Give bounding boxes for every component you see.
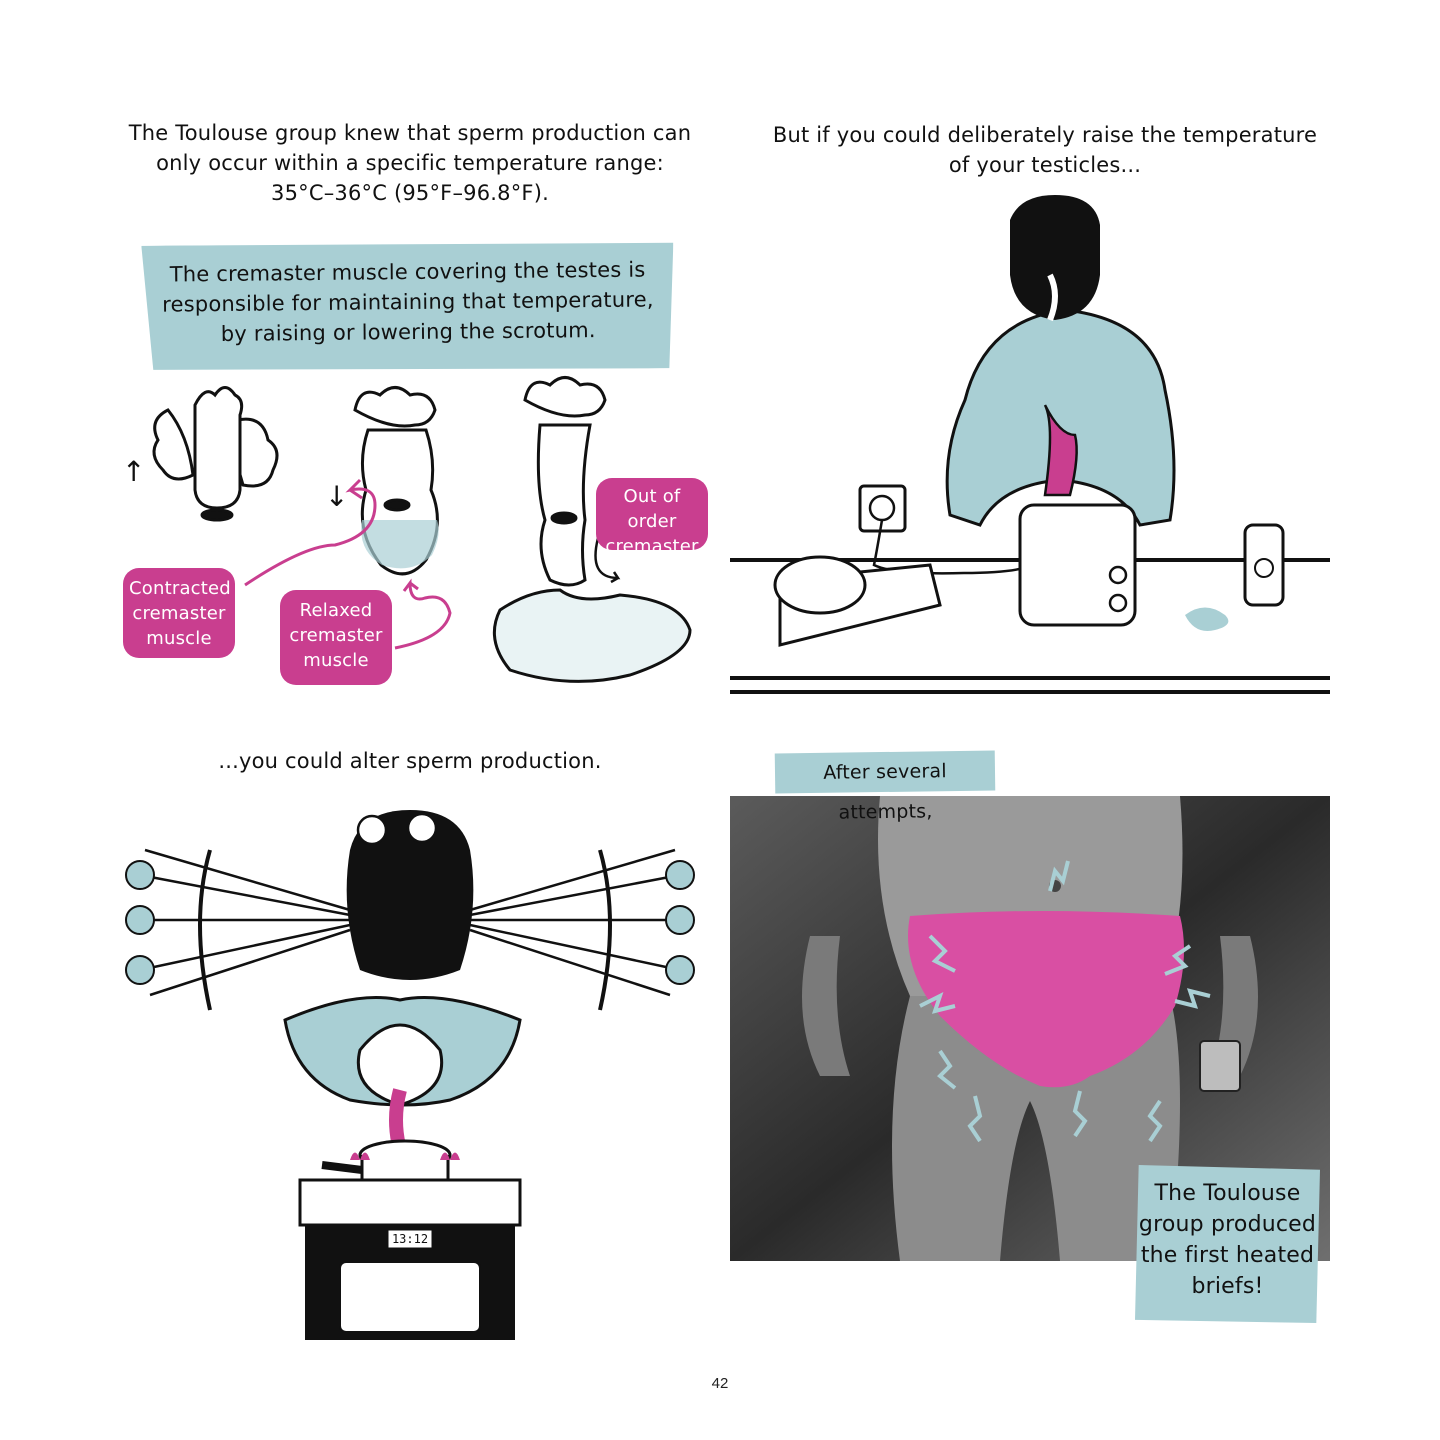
stove-top	[298, 1178, 522, 1227]
heat-sparks	[919, 860, 1211, 1143]
stove-scene-illustration: 13:12	[125, 810, 695, 1340]
panel-toaster: But if you could deliberately raise the …	[725, 100, 1340, 700]
panel-2-caption: But if you could deliberately raise the …	[772, 123, 1318, 177]
beard-head	[1010, 195, 1100, 320]
hair-figure	[346, 810, 474, 980]
toaster-icon	[1018, 503, 1137, 627]
panel-4-info-box: The Toulouse group produced the first he…	[1135, 1165, 1320, 1323]
bubble-relaxed: Relaxed cremaster muscle	[280, 590, 392, 685]
panel-4-tag: After several attempts,	[774, 750, 996, 824]
arrow-down-icon: ↓	[325, 480, 349, 513]
panel-cremaster: The Toulouse group knew that sperm produ…	[100, 100, 720, 700]
page-number: 42	[711, 1375, 729, 1392]
contracted-pointer	[244, 478, 377, 587]
arrow-up-icon: ↑	[122, 455, 146, 488]
panel-1-caption: The Toulouse group knew that sperm produ…	[128, 121, 692, 205]
relaxed-pointer	[394, 578, 452, 650]
out-of-order-illustration	[492, 376, 692, 683]
bread-icon	[773, 555, 867, 615]
heated-briefs-photo	[730, 796, 1330, 1261]
bubble-out-of-order: Out of order cremaster	[596, 478, 708, 557]
battery-pack	[1199, 1040, 1241, 1092]
panel-briefs-photo: After several attempts, The Toulouse gro…	[725, 740, 1340, 1340]
cremaster-illustrations	[152, 376, 692, 683]
toaster-scene-illustration	[730, 195, 1330, 694]
contracted-illustration	[152, 386, 279, 522]
bubble-contracted: Contracted cremaster muscle	[123, 568, 235, 658]
panel-stove: ...you could alter sperm production.	[100, 730, 720, 1340]
panel-3-caption: ...you could alter sperm production.	[218, 749, 602, 773]
stove-clock: 13:12	[392, 1232, 428, 1246]
pink-briefs	[908, 911, 1184, 1088]
relaxed-illustration	[353, 386, 439, 576]
out-of-order-pointer	[594, 537, 621, 584]
